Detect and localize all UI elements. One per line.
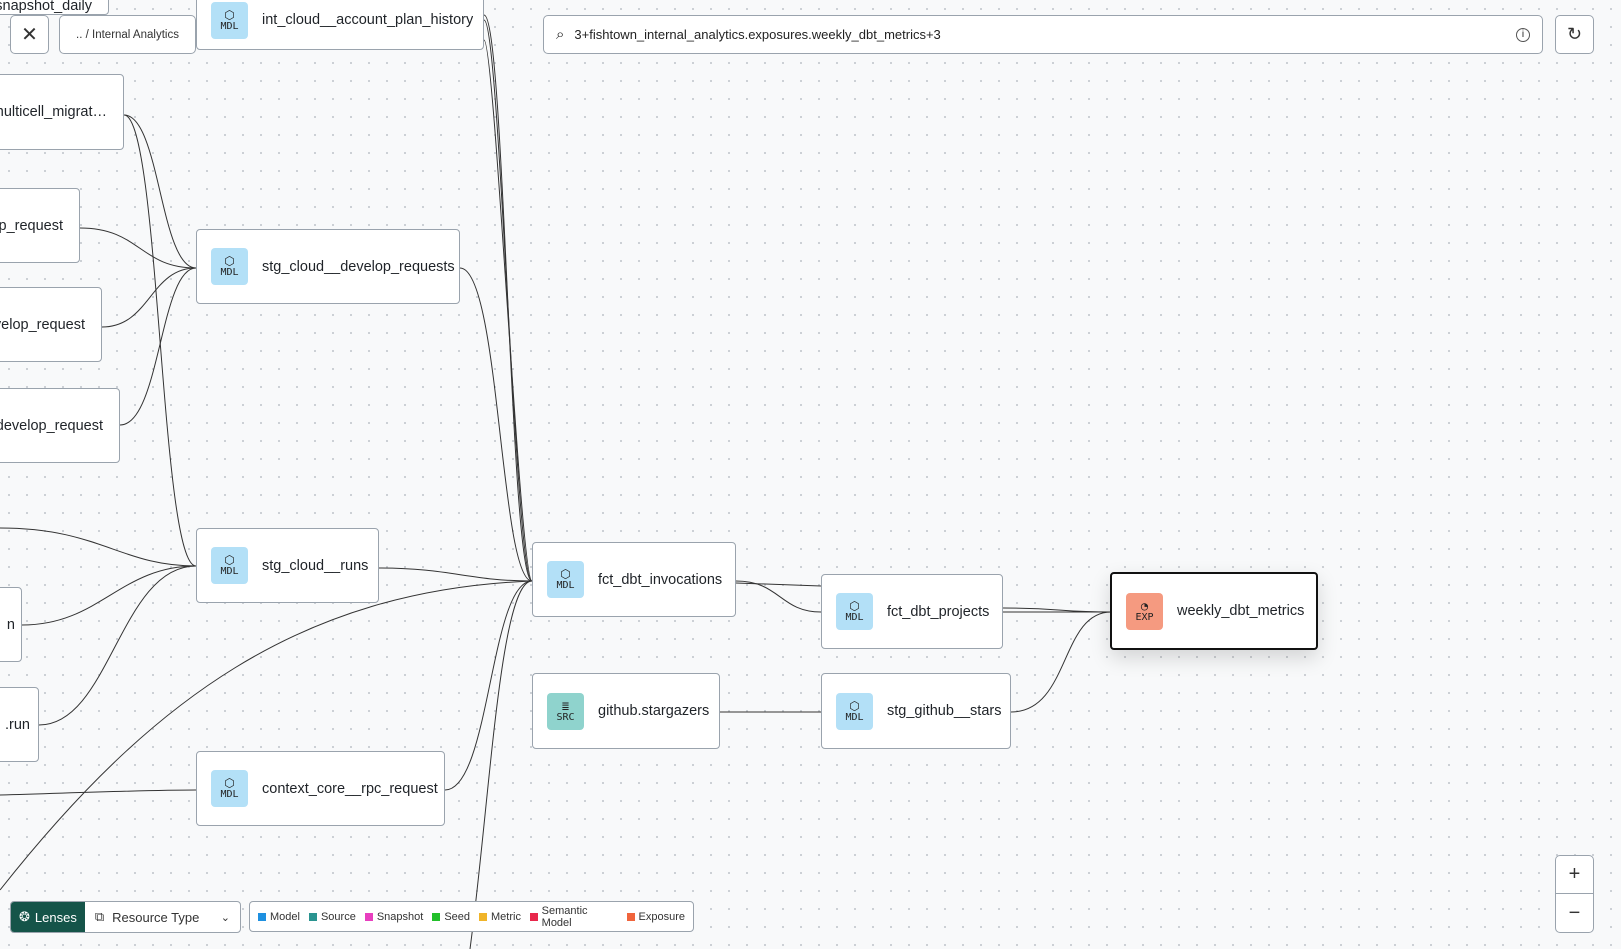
node-label: nulticell_migrat… <box>0 104 107 120</box>
legend-item-source: Source <box>308 910 356 923</box>
legend-label: Metric <box>491 910 521 923</box>
cube-icon: ⬡ <box>224 7 235 22</box>
node-label: stg_cloud__runs <box>262 557 369 574</box>
resource-type-select[interactable]: ⧉ Resource Type ⌄ <box>85 902 240 932</box>
lineage-node-snapshot[interactable]: snapshot_daily <box>0 0 109 15</box>
model-badge: ⬡MDL <box>211 547 248 584</box>
node-label: stg_github__stars <box>887 703 1002 719</box>
lenses-label: Lenses <box>34 909 77 925</box>
lineage-node-p-request[interactable]: p_request <box>0 188 80 263</box>
search-bar[interactable]: ⌕ 3+fishtown_internal_analytics.exposure… <box>543 15 1543 54</box>
lineage-node-rpc-request[interactable]: ⬡MDL context_core__rpc_request <box>196 751 445 826</box>
legend-item-semantic-model: Semantic Model <box>529 904 618 929</box>
node-label: fct_dbt_projects <box>887 603 990 620</box>
node-label: stg_cloud__develop_requests <box>262 258 455 275</box>
lenses-button[interactable]: ❂ Lenses <box>11 902 85 932</box>
lineage-node-run[interactable]: .run <box>0 687 39 762</box>
cube-icon: ⬡ <box>224 776 235 790</box>
model-badge: ⬡MDL <box>211 770 248 807</box>
lineage-node-n[interactable]: n <box>0 587 22 662</box>
lineage-node-github-stargazers[interactable]: ≣SRC github.stargazers <box>532 673 720 749</box>
model-badge: ⬡MDL <box>836 593 873 630</box>
lineage-node-stg-runs[interactable]: ⬡MDL stg_cloud__runs <box>196 528 379 603</box>
refresh-button[interactable]: ↻ <box>1555 15 1594 54</box>
node-label: p_request <box>0 217 63 234</box>
breadcrumb[interactable]: .. / Internal Analytics <box>59 15 196 54</box>
legend-label: Exposure <box>638 910 685 923</box>
cube-icon: ⬡ <box>849 698 860 713</box>
lineage-node-velop-request[interactable]: velop_request <box>0 287 102 362</box>
close-button[interactable]: ✕ <box>10 15 49 54</box>
source-badge: ≣SRC <box>547 692 584 730</box>
legend-label: Source <box>320 910 356 923</box>
lineage-node-weekly-dbt-metrics[interactable]: ◔EXP weekly_dbt_metrics <box>1110 572 1318 650</box>
model-badge: ⬡MDL <box>211 1 248 39</box>
lineage-node-fct-dbt-projects[interactable]: ⬡MDL fct_dbt_projects <box>821 574 1003 649</box>
lenses-control: ❂ Lenses ⧉ Resource Type ⌄ <box>10 901 241 933</box>
model-badge: ⬡MDL <box>211 248 248 285</box>
cube-icon: ⬡ <box>224 254 235 268</box>
cube-icon: ⬡ <box>560 567 571 581</box>
legend-label: Model <box>270 910 300 923</box>
search-icon: ⌕ <box>556 26 565 43</box>
zoom-out-button[interactable]: − <box>1568 901 1581 924</box>
legend-item-metric: Metric <box>479 911 521 923</box>
lineage-node-fct-dbt-invocations[interactable]: ⬡MDL fct_dbt_invocations <box>532 542 736 617</box>
lineage-node-stg-github-stars[interactable]: ⬡MDL stg_github__stars <box>821 673 1011 749</box>
lineage-node-develop-request[interactable]: .develop_request <box>0 388 120 463</box>
node-label: n <box>6 616 15 633</box>
database-icon: ≣ <box>561 698 570 713</box>
info-icon[interactable]: i <box>1516 27 1530 42</box>
legend-item-snapshot: Snapshot <box>364 910 424 923</box>
model-badge: ⬡MDL <box>547 561 584 598</box>
node-label: fct_dbt_invocations <box>598 571 723 588</box>
aperture-icon: ❂ <box>19 909 30 924</box>
resource-type-value: Resource Type <box>112 909 200 925</box>
lineage-node-account-plan-history[interactable]: ⬡MDL int_cloud__account_plan_history <box>196 0 484 50</box>
cube-icon: ⬡ <box>224 553 235 567</box>
zoom-controls: + − <box>1555 855 1594 933</box>
model-badge: ⬡MDL <box>836 692 873 730</box>
node-label: .run <box>5 716 30 733</box>
node-label: context_core__rpc_request <box>262 780 438 797</box>
legend-item-exposure: Exposure <box>626 910 685 923</box>
gauge-icon: ◔ <box>1140 598 1149 613</box>
zoom-in-button[interactable]: + <box>1556 856 1593 895</box>
search-input[interactable]: 3+fishtown_internal_analytics.exposures.… <box>574 27 941 42</box>
legend-item-seed: Seed <box>432 911 470 923</box>
node-label: .develop_request <box>0 417 103 434</box>
legend-label: Semantic Model <box>541 904 588 929</box>
legend-label: Seed <box>444 910 471 923</box>
exposure-badge: ◔EXP <box>1126 592 1163 630</box>
node-label: snapshot_daily <box>0 0 92 14</box>
breadcrumb-text: .. / Internal Analytics <box>76 28 179 41</box>
chevron-down-icon: ⌄ <box>220 911 230 924</box>
legend-label: Snapshot <box>376 910 424 923</box>
legend: Model Source Snapshot Seed Metric Semant… <box>249 901 694 932</box>
legend-item-model: Model <box>258 911 300 923</box>
lineage-node-multicell[interactable]: nulticell_migrat… <box>0 74 124 150</box>
node-label: int_cloud__account_plan_history <box>262 12 474 28</box>
node-label: weekly_dbt_metrics <box>1177 603 1305 619</box>
close-icon: ✕ <box>21 24 38 46</box>
lineage-node-stg-develop-requests[interactable]: ⬡MDL stg_cloud__develop_requests <box>196 229 460 304</box>
node-label: velop_request <box>0 316 85 333</box>
node-label: github.stargazers <box>598 703 710 719</box>
refresh-icon: ↻ <box>1566 24 1583 44</box>
cube-icon: ⬡ <box>849 599 860 613</box>
hierarchy-icon: ⧉ <box>94 909 105 924</box>
